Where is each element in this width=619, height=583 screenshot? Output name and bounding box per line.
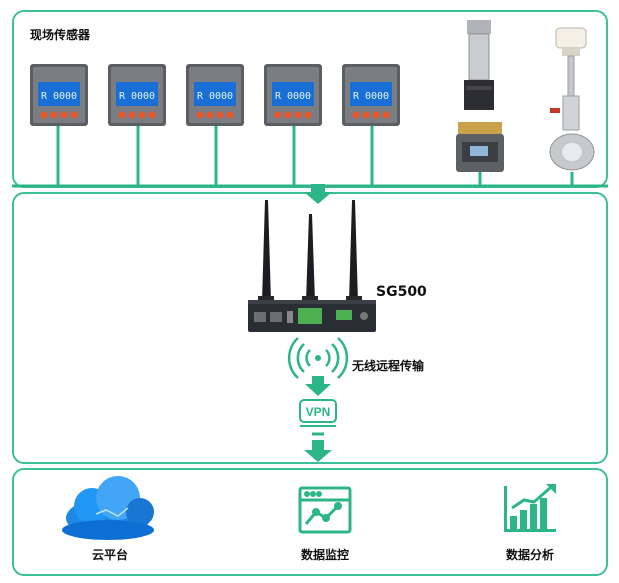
bar-chart-icon: [504, 484, 556, 532]
power-meter-icon: R 0000: [30, 64, 88, 126]
vpn-label: VPN: [306, 405, 331, 419]
power-meter-icon: R 0000: [108, 64, 166, 126]
meter-display-reading: R 0000: [119, 91, 155, 102]
data-monitoring-label: 数据监控: [300, 548, 349, 562]
wireless-transmission-label: 无线远程传输: [352, 359, 425, 373]
meter-display-reading: R 0000: [41, 91, 77, 102]
flowmeter-icon: [549, 27, 595, 171]
arrow-down-icon: [305, 376, 331, 396]
data-analysis-label: 数据分析: [505, 548, 554, 562]
arrow-down-icon: [304, 184, 332, 204]
meter-display-reading: R 0000: [197, 91, 233, 102]
power-meters: R 0000 R 0000 R 0000 R 0000 R 0000: [30, 64, 400, 126]
power-meter-icon: R 0000: [342, 64, 400, 126]
power-meter-icon: R 0000: [186, 64, 244, 126]
power-meter-icon: R 0000: [264, 64, 322, 126]
sensor-bus: [12, 126, 608, 188]
meter-display-reading: R 0000: [353, 91, 389, 102]
wireless-signal-icon: [287, 337, 349, 379]
device-model-label: SG500: [376, 284, 427, 300]
cloud-icon: [62, 476, 154, 540]
pressure-transmitter-icon: [456, 20, 504, 172]
monitor-chart-icon: [298, 486, 352, 534]
sensor-section-title: 现场传感器: [30, 28, 91, 42]
sg500-gateway-device: [248, 200, 376, 332]
arrow-down-icon: [304, 440, 332, 462]
cloud-platform-label: 云平台: [91, 548, 128, 562]
vpn-badge: VPN: [299, 399, 337, 427]
meter-display-reading: R 0000: [275, 91, 311, 102]
